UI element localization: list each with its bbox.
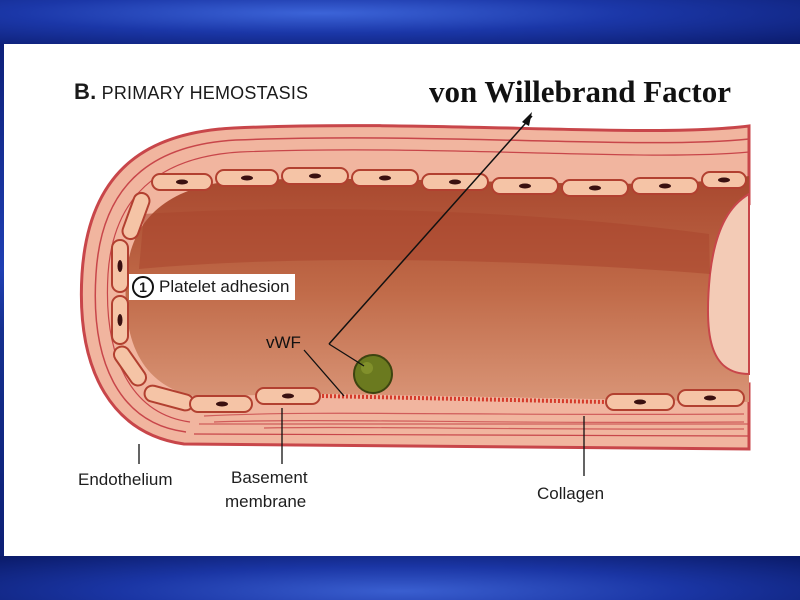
vessel-far-wall <box>706 192 750 376</box>
background-bottom-band <box>0 556 800 600</box>
endothelium-label: Endothelium <box>78 470 173 489</box>
main-title: von Willebrand Factor <box>429 74 731 109</box>
vwf-label: vWF <box>266 333 301 352</box>
section-letter: B. <box>74 79 97 104</box>
section-title: B. PRIMARY HEMOSTASIS <box>74 79 308 105</box>
collagen-label: Collagen <box>537 484 605 503</box>
platelet <box>353 354 393 394</box>
collagen-fibers <box>203 412 745 430</box>
arrow-head <box>522 112 532 126</box>
section-title-text: PRIMARY HEMOSTASIS <box>101 83 309 103</box>
endothelial-nuclei-bottom <box>117 260 716 407</box>
vwf-pointer-line <box>303 349 345 397</box>
basement-label-line1: Basement <box>231 468 308 487</box>
vessel-wall-line-3 <box>193 433 750 437</box>
platelet-pointer-line <box>328 343 365 367</box>
step-number-badge: 1 <box>132 276 154 298</box>
background-top-band <box>0 0 800 44</box>
vessel-diagram <box>79 112 751 476</box>
vwf-title-arrow <box>328 115 533 345</box>
slide-panel: B. PRIMARY HEMOSTASIS von Willebrand Fac… <box>4 44 800 556</box>
basement-label-line2: membrane <box>225 492 307 511</box>
vessel-wall-line-1 <box>94 137 750 433</box>
endothelial-nuclei-top <box>176 173 730 191</box>
step-label-text: Platelet adhesion <box>159 277 290 296</box>
endothelial-cell <box>121 191 151 241</box>
lumen-dark-band <box>139 209 710 274</box>
endothelial-cell <box>112 345 148 387</box>
step-label: 1 Platelet adhesion <box>129 274 296 300</box>
exposed-basement-membrane <box>321 394 607 404</box>
